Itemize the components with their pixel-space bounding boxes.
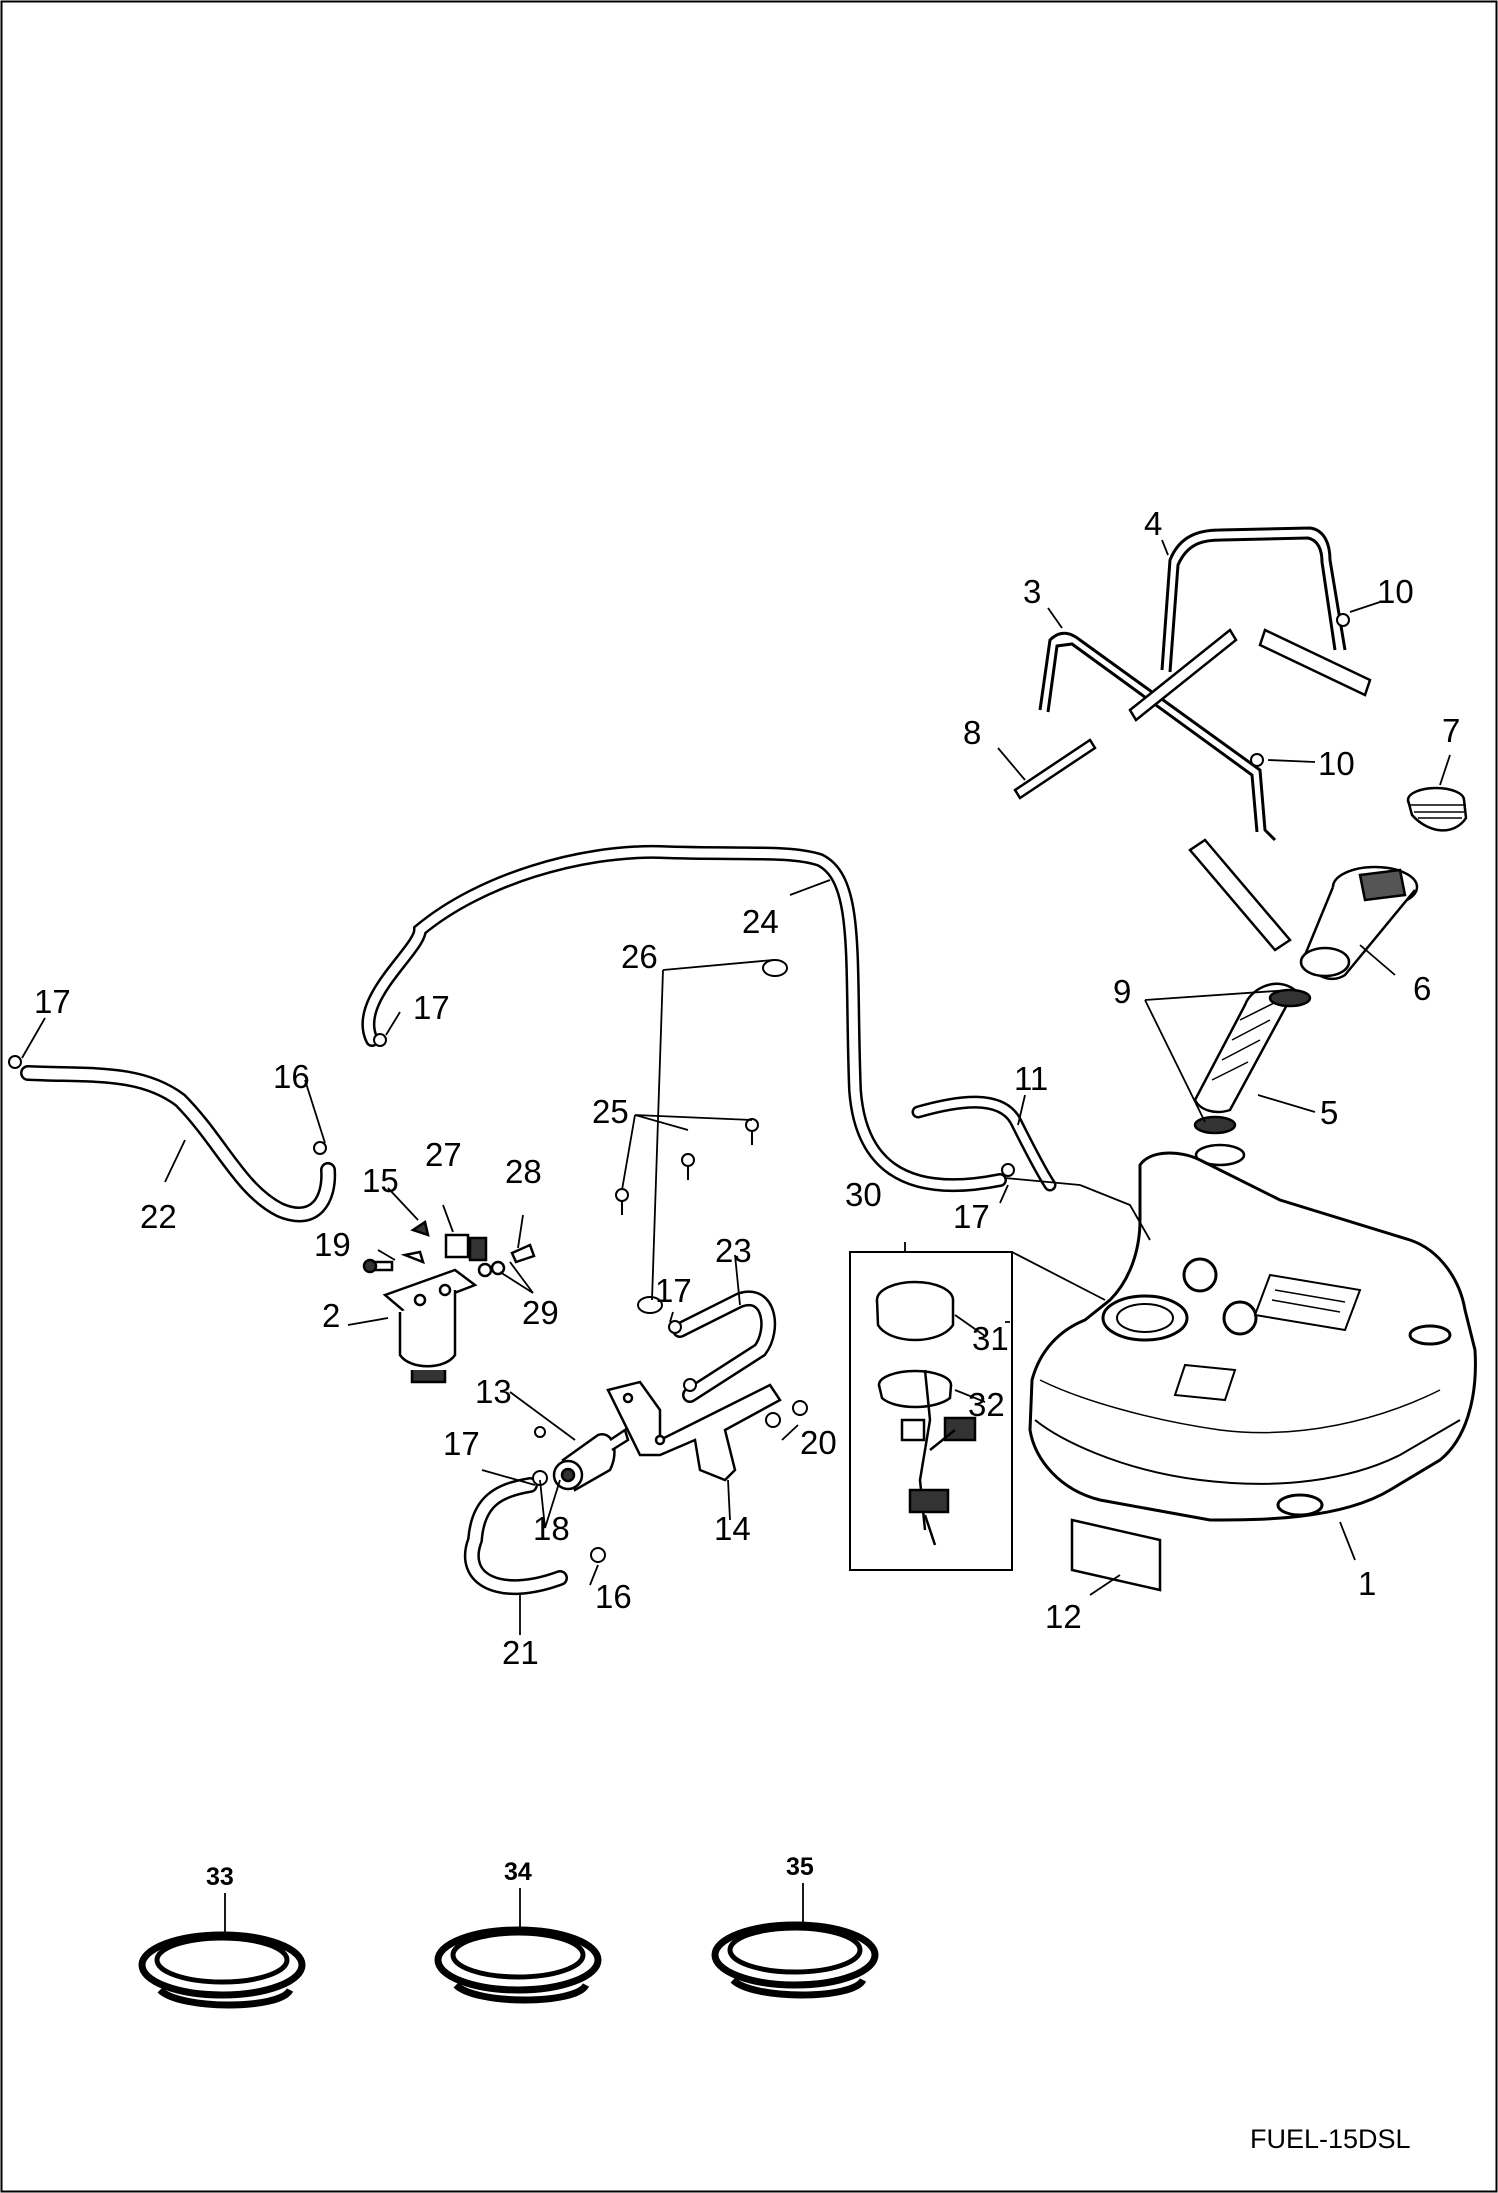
callout-22: 22 xyxy=(140,1198,177,1235)
callout-18: 18 xyxy=(533,1510,570,1547)
callout-17-middle: 17 xyxy=(655,1272,692,1309)
callout-14: 14 xyxy=(714,1510,751,1547)
callout-34: 34 xyxy=(504,1858,532,1886)
part-30-fuel-pump-assembly xyxy=(849,1251,1013,1571)
part-35-hose-coil xyxy=(711,1921,879,1999)
callout-16-lower: 16 xyxy=(595,1578,632,1615)
callout-11: 11 xyxy=(1014,1060,1048,1097)
callout-20: 20 xyxy=(800,1424,837,1461)
part-33-hose-coil xyxy=(138,1931,306,2009)
callout-28: 28 xyxy=(505,1153,542,1190)
callout-17-upper: 17 xyxy=(413,989,450,1026)
callout-19: 19 xyxy=(314,1226,351,1263)
part-24-return-hose xyxy=(361,844,1007,1193)
part-4-strap xyxy=(1160,526,1347,673)
leader-lines xyxy=(21,539,1451,1935)
callout-27: 27 xyxy=(425,1136,462,1173)
callout-15: 15 xyxy=(362,1162,399,1199)
callout-10-lower: 10 xyxy=(1318,745,1355,782)
callout-17-lower: 17 xyxy=(443,1425,480,1462)
callout-31: 31 xyxy=(972,1320,1009,1357)
callout-23: 23 xyxy=(715,1232,752,1269)
fasteners xyxy=(8,613,1350,1563)
callout-17-left: 17 xyxy=(34,983,71,1020)
callout-7: 7 xyxy=(1442,712,1460,749)
callout-12: 12 xyxy=(1045,1598,1082,1635)
callout-labels: 1 2 3 4 5 6 7 8 9 10 10 11 12 13 14 15 1… xyxy=(34,505,1460,1891)
part-11-vent-hose xyxy=(911,1095,1057,1192)
callout-26: 26 xyxy=(621,938,658,975)
callout-16-upper: 16 xyxy=(273,1058,310,1095)
callout-13: 13 xyxy=(475,1373,512,1410)
callout-33: 33 xyxy=(206,1863,234,1891)
callout-6: 6 xyxy=(1413,970,1431,1007)
part-14-bracket xyxy=(606,1380,782,1482)
callout-25: 25 xyxy=(592,1093,629,1130)
callout-35: 35 xyxy=(786,1853,814,1881)
diagram-code: FUEL-15DSL xyxy=(1250,2124,1411,2154)
callout-4: 4 xyxy=(1144,505,1162,542)
part-21-short-hose xyxy=(463,1477,568,1596)
callout-3: 3 xyxy=(1023,573,1041,610)
rubber-pads xyxy=(1013,628,1372,952)
callout-2: 2 xyxy=(322,1297,340,1334)
callout-1: 1 xyxy=(1358,1565,1376,1602)
callout-24: 24 xyxy=(742,903,779,940)
filter-fittings xyxy=(362,1219,536,1278)
part-34-hose-coil xyxy=(434,1926,602,2004)
part-12-label xyxy=(1070,1518,1162,1592)
callout-5: 5 xyxy=(1320,1094,1338,1131)
callout-30: 30 xyxy=(845,1176,882,1213)
part-23-hose-loop xyxy=(672,1290,777,1403)
part-7-fuel-cap xyxy=(1406,786,1468,832)
callout-17-right: 17 xyxy=(953,1198,990,1235)
callout-10-upper: 10 xyxy=(1377,573,1414,610)
callout-9: 9 xyxy=(1113,973,1131,1010)
callout-29: 29 xyxy=(522,1294,559,1331)
callout-32: 32 xyxy=(968,1386,1005,1423)
callout-21: 21 xyxy=(502,1634,539,1671)
part-2-fuel-filter xyxy=(382,1268,478,1384)
part-22-fuel-hose xyxy=(20,1065,337,1223)
callout-8: 8 xyxy=(963,714,981,751)
part-6-filler-neck xyxy=(1299,865,1419,981)
part-5-filler-hose xyxy=(1193,982,1312,1167)
part-13-inline-pump xyxy=(552,1428,630,1492)
part-1-fuel-tank xyxy=(1028,1151,1477,1522)
hose-coils xyxy=(138,1921,879,2009)
part-3-strap xyxy=(1038,631,1277,842)
